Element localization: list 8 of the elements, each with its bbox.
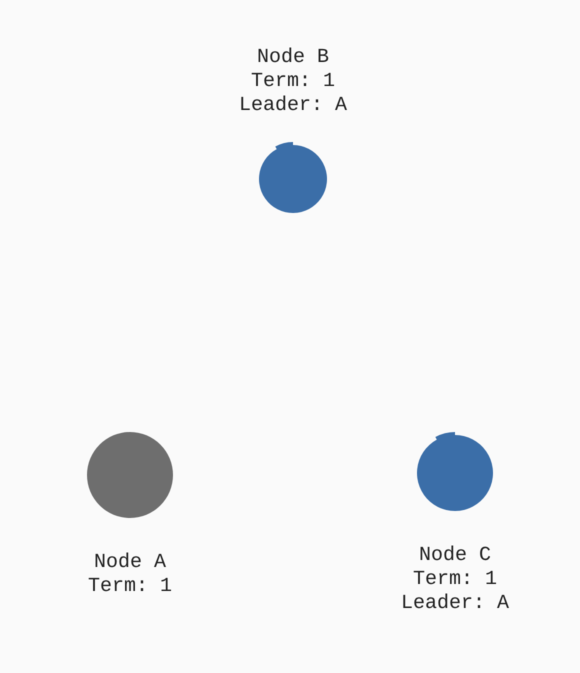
node-label: Node B — [256, 46, 329, 70]
node-label: Leader: A — [238, 94, 348, 118]
node-label: Term: 1 — [250, 70, 335, 94]
node-label: Leader: A — [400, 592, 510, 616]
node-label: Term: 1 — [88, 575, 172, 599]
node-label: Node A — [94, 551, 166, 575]
node-label: Node C — [418, 544, 491, 568]
node-label: Term: 1 — [412, 568, 497, 592]
